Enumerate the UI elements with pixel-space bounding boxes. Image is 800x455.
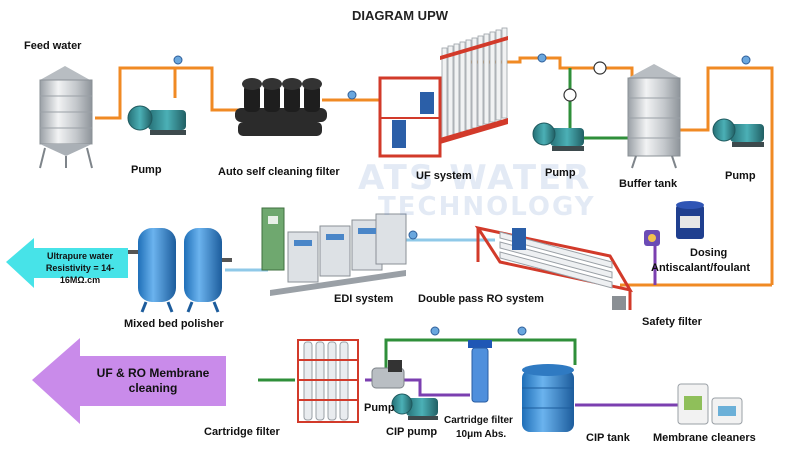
valve-icon	[593, 61, 607, 75]
auto-self-cleaning-filter	[235, 78, 327, 136]
cartridge-filter-rack	[297, 339, 359, 423]
pump-2	[532, 122, 584, 151]
label-pump-3: Pump	[725, 170, 756, 182]
safety-filter	[612, 296, 626, 310]
ultrapure-water-text: Ultrapure water Resistivity = 14-16MΩ.cm	[30, 250, 130, 286]
mixed-bed-polisher	[128, 228, 232, 313]
pipe-green-backwash	[568, 68, 632, 140]
label-buffer-tank: Buffer tank	[619, 178, 678, 190]
dosing-drum	[676, 201, 704, 239]
label-10um-abs: 10μm Abs.	[456, 429, 507, 440]
membrane-cleaning-arrow	[32, 338, 226, 424]
dosing-pump	[644, 230, 660, 246]
label-auto-self-cleaning-filter: Auto self cleaning filter	[218, 166, 340, 178]
label-mixed-bed-polisher: Mixed bed polisher	[124, 318, 224, 330]
label-uf-system: UF system	[416, 170, 472, 182]
cip-pump	[391, 393, 438, 420]
label-membrane-cleaners: Membrane cleaners	[653, 432, 756, 444]
label-uf-ro-membrane: UF & RO Membrane	[96, 366, 210, 380]
edi-system	[261, 207, 407, 296]
pipe-feed-to-pump	[95, 66, 177, 120]
cartridge-filter-10um	[468, 340, 492, 403]
pump-1	[127, 105, 186, 135]
label-cip-tank: CIP tank	[586, 432, 630, 444]
label-cleaning: cleaning	[128, 381, 178, 395]
label-cip-pump: CIP pump	[386, 426, 438, 438]
pump-3	[712, 118, 764, 147]
label-resistivity: Resistivity = 14-16MΩ.cm	[45, 263, 115, 285]
label-edi-system: EDI system	[334, 293, 394, 305]
label-feed-water: Feed water	[24, 40, 82, 52]
cip-tank	[522, 364, 574, 432]
label-pump-4: Pump	[364, 402, 395, 414]
pump-4	[371, 360, 405, 389]
label-cartridge-filter-left: Cartridge filter	[204, 426, 280, 438]
uf-system	[378, 27, 508, 158]
pipe-uf-to-buffer	[470, 56, 634, 78]
valve-icon	[563, 88, 577, 102]
membrane-cleaning-text: UF & RO Membrane cleaning	[78, 366, 228, 396]
buffer-tank	[627, 64, 681, 169]
ultrapure-water-arrow	[6, 238, 128, 288]
label-pump-2: Pump	[545, 167, 576, 179]
label-cartridge-filter-10um: Cartridge filter	[444, 415, 513, 426]
flow-indicators	[173, 53, 751, 336]
watermark-line1: ATS WATER	[358, 158, 592, 198]
watermark-line2: TECHNOLOGY	[378, 192, 596, 222]
double-pass-ro-system	[474, 225, 634, 310]
pipe-pump-to-filter	[175, 66, 240, 112]
membrane-cleaner-buckets	[677, 383, 743, 425]
label-antiscalant: Antiscalant/foulant	[651, 262, 751, 274]
label-double-pass-ro: Double pass RO system	[418, 293, 544, 305]
label-pump-1: Pump	[131, 164, 162, 176]
diagram-title: DIAGRAM UPW	[351, 8, 449, 23]
label-ultrapure-water: Ultrapure water	[46, 251, 114, 261]
label-safety-filter: Safety filter	[642, 316, 702, 328]
label-dosing: Dosing	[690, 247, 728, 259]
feed-water-tank	[39, 66, 93, 169]
pipe-buffer-to-pump	[680, 66, 774, 285]
